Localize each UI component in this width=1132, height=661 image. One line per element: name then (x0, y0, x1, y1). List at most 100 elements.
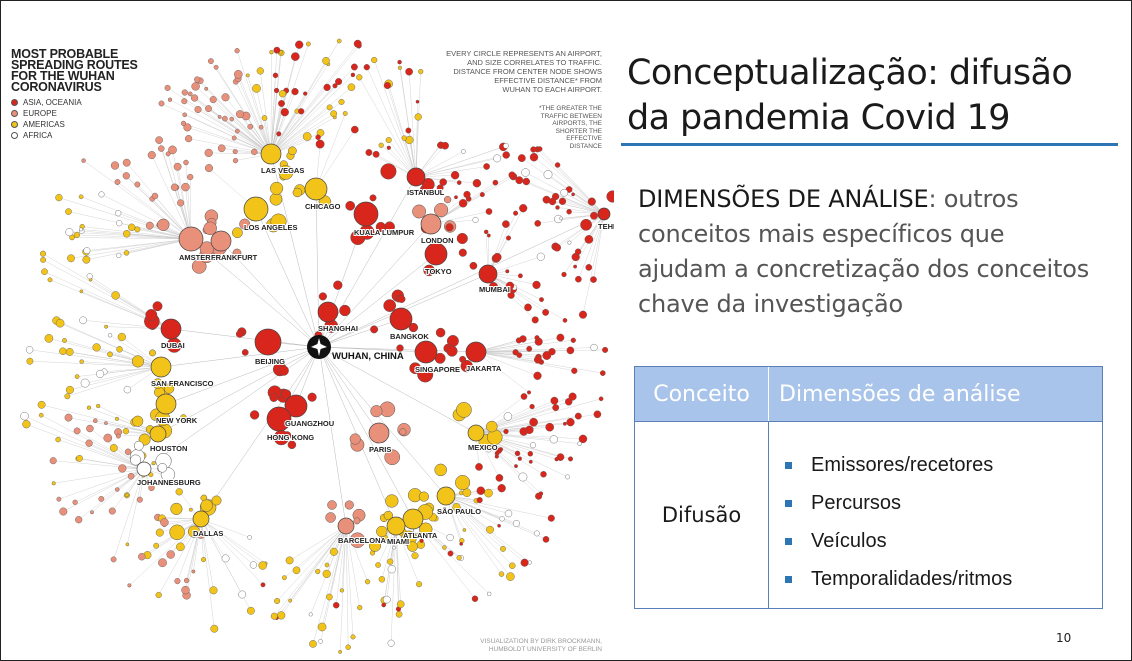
airport-node (383, 299, 397, 312)
route-line (118, 238, 192, 256)
route-line (315, 188, 320, 348)
airport-node (520, 393, 528, 400)
airport-node (59, 507, 68, 516)
airport-node (543, 170, 553, 180)
route-line (345, 525, 360, 608)
city-label: BARCELONA (338, 536, 386, 545)
legend-item-asia: ASIA, OCEANIA (11, 97, 151, 108)
table-header-row: Conceito Dimensões de análise (635, 367, 1102, 422)
route-line (445, 495, 509, 514)
map-title-line: FOR THE WUHAN (11, 69, 115, 83)
airport-node (486, 233, 491, 238)
route-line (475, 340, 574, 353)
route-line (69, 351, 162, 368)
airport-node (177, 199, 185, 207)
route-line (187, 127, 272, 155)
airport-node (270, 213, 287, 230)
airport-node (353, 39, 362, 48)
route-line (475, 396, 525, 434)
square-bullet-icon (785, 499, 792, 507)
airport-node (127, 583, 132, 588)
route-line (577, 213, 605, 252)
airport-node (145, 309, 158, 321)
airport-node (568, 456, 574, 462)
airport-node (26, 357, 34, 365)
wuhan-center-node: WUHAN, CHINA (307, 335, 404, 362)
airport-node (462, 528, 467, 532)
airport-node (416, 581, 423, 588)
airport-node (407, 541, 418, 552)
airport-node (241, 349, 249, 356)
airport-node (570, 337, 576, 343)
airport-node (278, 365, 289, 376)
airport-node (528, 459, 533, 464)
airport-node (232, 158, 239, 164)
airport-node (307, 392, 317, 402)
airport-node (476, 497, 483, 504)
airport-node (41, 268, 48, 275)
airport-node (183, 123, 192, 132)
airport-node (369, 194, 377, 202)
airport-node (542, 308, 549, 316)
route-line (101, 468, 145, 500)
airport-node (182, 112, 187, 118)
route-line (445, 495, 547, 540)
airport-node (79, 359, 84, 364)
route-line (475, 347, 594, 353)
airport-node (252, 84, 261, 93)
airport-node (562, 318, 568, 323)
airport-node (117, 332, 126, 342)
airport-node (502, 151, 510, 159)
airport-node (518, 472, 528, 482)
airport-node (414, 113, 422, 121)
route-line (578, 213, 605, 280)
city-label: MIAMI (387, 537, 409, 546)
airport-node (323, 83, 331, 92)
airport-node (397, 295, 406, 303)
airport-node (419, 538, 424, 543)
airport-node (213, 64, 219, 70)
route-line (318, 346, 427, 353)
hub-node (243, 196, 269, 222)
red-dot-icon (11, 99, 18, 106)
white-dot-icon (11, 132, 18, 139)
airport-node (138, 553, 146, 561)
airport-node (247, 123, 253, 130)
airport-node (532, 280, 541, 290)
route-line (487, 213, 516, 275)
city-label: LOS ANGELES (244, 223, 297, 232)
airport-node (269, 192, 283, 206)
airport-node (556, 453, 565, 461)
airport-node (165, 151, 171, 157)
airport-node (345, 200, 356, 211)
airport-node (469, 261, 478, 270)
note-line: EFFECTIVE DISTANCE* FROM (494, 76, 602, 85)
route-line (160, 346, 320, 368)
airport-node (548, 197, 557, 206)
airport-node (51, 481, 56, 486)
airport-node (194, 105, 202, 113)
route-line (395, 525, 399, 609)
airport-node (330, 110, 338, 118)
city-label: LAS VEGAS (261, 166, 304, 175)
note-line: WUHAN TO EACH AIRPORT. (502, 85, 602, 94)
hub-node (304, 177, 328, 201)
airport-node (278, 90, 287, 98)
airport-node (269, 50, 274, 55)
airport-node (151, 192, 159, 200)
airport-node (434, 202, 449, 218)
route-line (270, 117, 335, 155)
route-line (345, 525, 368, 582)
legend-item-americas: AMERICAS (11, 119, 151, 130)
airport-node (78, 194, 84, 200)
airport-node (339, 304, 351, 317)
airport-node (509, 562, 516, 569)
airport-node (246, 606, 255, 615)
city-label: TOKYO (425, 267, 452, 276)
credit-line: HUMBOLDT UNIVERSITY OF BERLIN (488, 646, 602, 653)
route-line (270, 107, 330, 155)
airport-node (62, 337, 67, 343)
route-line (58, 439, 145, 470)
title-underline (621, 143, 1118, 146)
